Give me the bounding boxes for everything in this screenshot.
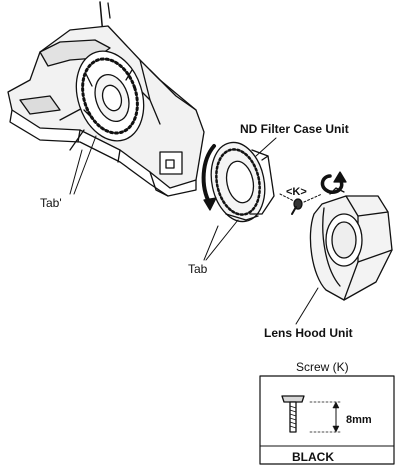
nd-filter-case-unit-label: ND Filter Case Unit [240,122,349,136]
leader-lines [69,135,319,325]
screw-color-label: BLACK [292,450,334,464]
screw-k-marker: <K> [286,186,307,198]
rotation-arrow-hood [320,171,347,194]
lens-hood-drawing [309,187,393,301]
tab-label: Tab [188,262,208,276]
screw-box-title: Screw (K) [296,360,349,374]
nd-filter-case-unit-drawing [210,141,275,223]
lens-hood-unit-label: Lens Hood Unit [264,326,353,340]
screw-k-drawing [279,193,323,215]
screw-detail-box [259,375,395,465]
screw-length-label: 8mm [346,414,372,426]
lens-mount [69,50,145,151]
rotation-arrow-nd [201,144,217,211]
tab-prime-label: Tab' [40,196,62,210]
